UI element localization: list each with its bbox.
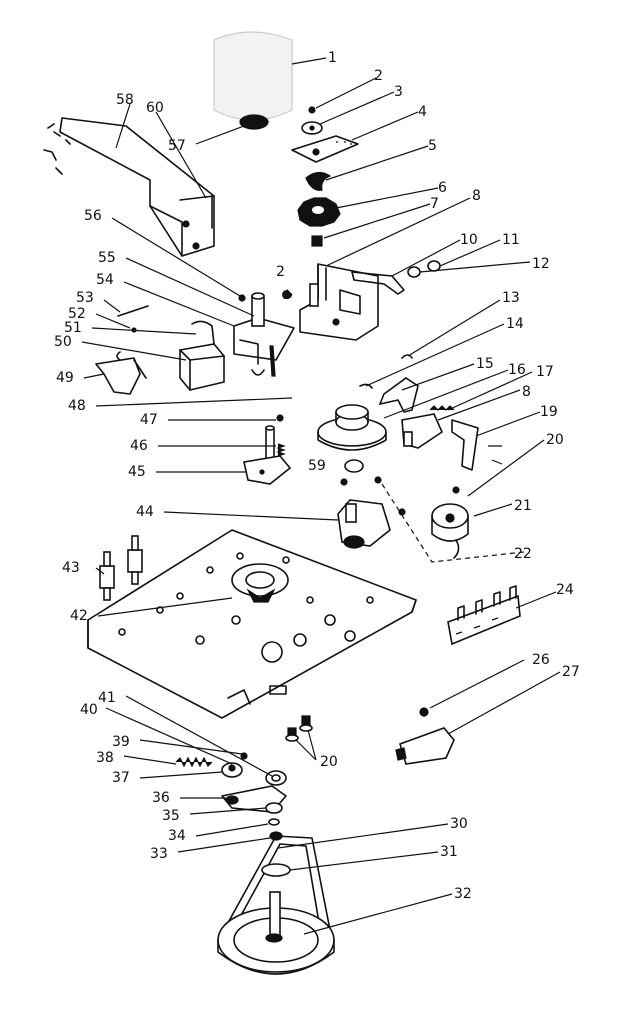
part-bushings [285,715,313,742]
part-idler-parts [221,752,287,786]
callout-40: 40 [80,702,98,718]
callout-53: 53 [76,290,94,306]
callout-16: 16 [508,362,526,378]
part-pins [99,535,143,601]
callout-43: 43 [62,560,80,576]
callout-2: 2 [374,68,383,84]
callout-39: 39 [112,734,130,750]
part-arm [378,377,419,413]
callout-58: 58 [116,92,134,108]
part-clip-bracket [95,351,147,395]
callout-26: 26 [532,652,550,668]
callout-54: 54 [96,272,114,288]
part-washer [344,459,364,473]
callout-12: 12 [532,256,550,272]
part-clip [305,171,332,191]
callout-6: 6 [438,180,447,196]
callout-1: 1 [328,50,337,66]
callout-4: 4 [418,104,427,120]
callout-22: 22 [514,546,532,562]
callout-24: 24 [556,582,574,598]
part-clip-small [282,289,293,300]
part-spring-clip [359,383,373,389]
callout-10: 10 [460,232,478,248]
part-lever [351,260,441,295]
callout-35: 35 [162,808,180,824]
leader-lines [81,57,561,935]
part-shaft-assembly [243,414,292,485]
callout-45: 45 [128,464,146,480]
part-pivot-block [233,292,295,377]
callout-2b: 2 [276,264,285,280]
callout-44: 44 [136,504,154,520]
part-tension-spring [175,756,213,768]
part-drive-pulley [217,835,335,975]
callout-20: 20 [546,432,564,448]
callout-17: 17 [536,364,554,380]
part-solenoid [179,320,225,391]
callout-41: 41 [98,690,116,706]
callout-27: 27 [562,664,580,680]
callout-47: 47 [140,412,158,428]
part-gear [297,197,341,247]
callout-48: 48 [68,398,86,414]
callout-38: 38 [96,750,114,766]
callout-11: 11 [502,232,520,248]
callout-52: 52 [68,306,86,322]
callout-20b: 20 [320,754,338,770]
part-tension-arm [401,413,503,471]
part-idler-arm [221,785,287,841]
callout-55: 55 [98,250,116,266]
callout-21: 21 [514,498,532,514]
part-chassis-plate [87,529,417,719]
callout-7: 7 [430,196,439,212]
part-switch [395,707,455,765]
callout-42: 42 [70,608,88,624]
callout-57: 57 [168,138,186,154]
callout-37: 37 [112,770,130,786]
callout-5: 5 [428,138,437,154]
callout-51: 51 [64,320,82,336]
callout-19: 19 [540,404,558,420]
part-e-clip [401,354,413,359]
part-bracket-plate [43,117,215,257]
part-small-plate [291,106,359,163]
part-terminal-strip [447,585,521,646]
part-spring [429,405,455,411]
callout-36: 36 [152,790,170,806]
callout-56: 56 [84,208,102,224]
part-motor-housing [213,31,293,130]
part-motor [431,486,469,559]
callout-49: 49 [56,370,74,386]
callout-13: 13 [502,290,520,306]
part-pin-screw [117,305,149,333]
callout-labels: 1 2 3 4 5 6 7 8 10 11 12 2 13 14 15 16 1… [54,50,580,902]
callout-32: 32 [454,886,472,902]
part-flywheel [317,404,387,451]
callout-30: 30 [450,816,468,832]
callout-8: 8 [472,188,481,204]
callout-46: 46 [130,438,148,454]
part-clutch-housing [337,476,406,549]
callout-59: 59 [308,458,326,474]
callout-33: 33 [150,846,168,862]
callout-31: 31 [440,844,458,860]
callout-60: 60 [146,100,164,116]
callout-50: 50 [54,334,72,350]
callout-3: 3 [394,84,403,100]
part-main-bracket [299,263,379,341]
callout-8b: 8 [522,384,531,400]
callout-15: 15 [476,356,494,372]
callout-14: 14 [506,316,524,332]
callout-34: 34 [168,828,186,844]
